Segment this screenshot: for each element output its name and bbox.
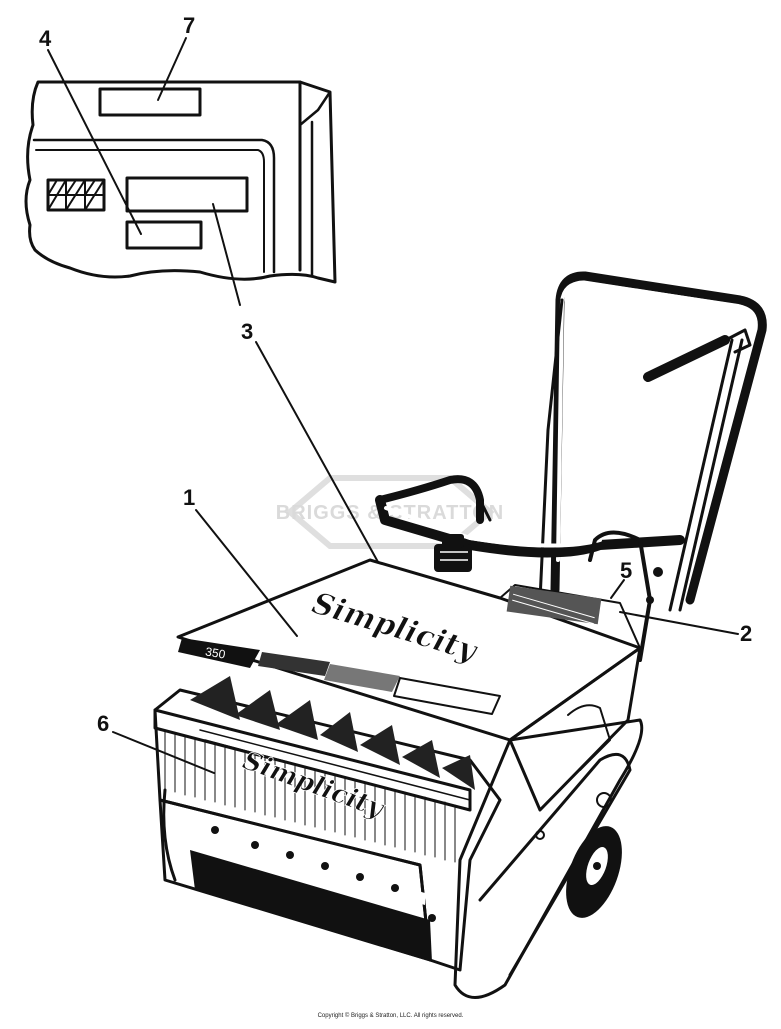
callout-1: 1 <box>183 485 195 510</box>
decal-5 <box>506 585 602 625</box>
scraper-bolts <box>211 826 436 922</box>
leader-3-inset <box>212 203 241 306</box>
model-number: 350 <box>204 644 226 661</box>
decal-7-outline <box>98 87 202 117</box>
callout-3: 3 <box>241 319 253 344</box>
callout-6: 6 <box>97 711 109 736</box>
callout-labels: 7 4 3 1 5 2 6 <box>39 13 752 736</box>
inset-grille <box>46 178 106 212</box>
leader-2 <box>619 611 739 635</box>
callout-2: 2 <box>740 621 752 646</box>
scoop-brand-name: Simplicity <box>239 746 389 825</box>
scoop-ribs <box>164 729 456 863</box>
leader-5 <box>610 579 625 599</box>
leader-6 <box>112 731 215 774</box>
decal-4-outline <box>125 220 203 250</box>
model-plate <box>178 638 260 668</box>
leader-3 <box>255 341 379 563</box>
decal-inset <box>24 80 337 284</box>
copyright-notice: Copyright © Briggs & Stratton, LLC. All … <box>317 1013 464 1019</box>
auger <box>190 676 475 811</box>
fuel-cap <box>434 534 472 572</box>
hood-brand-name: Simplicity <box>308 586 483 670</box>
callout-7: 7 <box>183 13 195 38</box>
watermark-text: BRIGGS & STRATTON <box>276 502 504 524</box>
leader-4 <box>47 49 142 235</box>
callout-4: 4 <box>39 26 52 51</box>
leader-7 <box>157 37 187 101</box>
snowthrower-body: 350 Simplicity <box>153 558 644 999</box>
leader-1 <box>195 509 298 637</box>
leader-lines <box>47 37 739 774</box>
decal-3-outline <box>125 176 249 213</box>
wheel <box>566 826 622 918</box>
watermark: BRIGGS & STRATTON <box>276 475 504 549</box>
callout-5: 5 <box>620 558 632 583</box>
